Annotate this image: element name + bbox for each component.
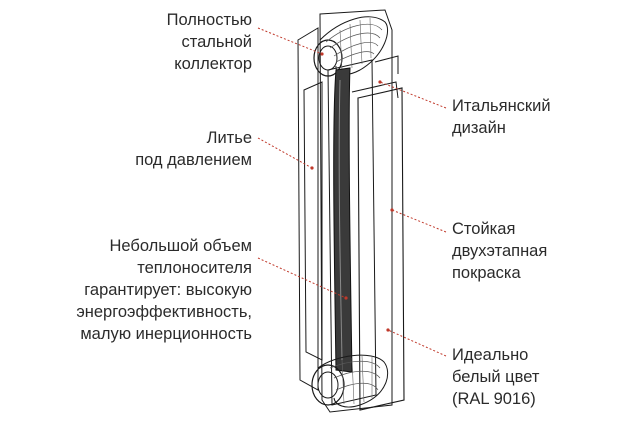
water-channel-highlight [338, 79, 343, 361]
label-white-line-3: (RAL 9016) [452, 390, 536, 408]
leader-casting [257, 137, 313, 169]
label-collector-line-1: Полностью [166, 11, 252, 29]
bottom-collector [311, 354, 389, 408]
front-panel [357, 87, 405, 411]
back-panel [319, 9, 393, 413]
leader-collector [257, 27, 323, 55]
label-volume-line-1: Небольшой объем [109, 237, 252, 255]
label-volume-line-5: малую инерционность [80, 325, 252, 343]
label-casting: Литье под давлением [135, 127, 252, 171]
label-casting-line-2: под давлением [135, 151, 252, 169]
leader-volume [257, 257, 347, 299]
dot-white [386, 328, 390, 332]
water-channel [333, 67, 353, 373]
mid-panel [327, 59, 377, 406]
left-fin-panel-inner [303, 81, 323, 361]
label-painting-line-3: покраска [452, 264, 521, 282]
label-collector: Полностью стальной коллектор [167, 9, 252, 75]
dot-design [378, 80, 382, 84]
front-panel-rim [351, 81, 399, 99]
dot-painting [390, 208, 394, 212]
label-painting: Стойкая двухэтапная покраска [452, 218, 547, 284]
label-volume: Небольшой объем теплоносителя гарантируе… [76, 235, 252, 345]
mid-panel-2 [374, 55, 399, 74]
label-design: Итальянский дизайн [452, 95, 551, 139]
leader-design [379, 81, 447, 109]
leader-white [387, 329, 447, 357]
label-volume-line-3: гарантирует: высокую [84, 281, 252, 299]
label-volume-line-2: теплоносителя [137, 259, 252, 277]
label-design-line-1: Итальянский [452, 97, 551, 115]
label-design-line-2: дизайн [452, 119, 506, 137]
label-white: Идеально белый цвет (RAL 9016) [452, 344, 539, 410]
label-white-line-1: Идеально [452, 346, 529, 364]
leader-painting [391, 209, 447, 233]
label-volume-line-4: энергоэффективность, [76, 303, 252, 321]
label-collector-line-2: стальной [181, 33, 252, 51]
dot-collector [320, 52, 324, 56]
label-casting-line-1: Литье [206, 129, 252, 147]
label-collector-line-3: коллектор [174, 55, 252, 73]
label-painting-line-1: Стойкая [452, 220, 516, 238]
label-painting-line-2: двухэтапная [452, 242, 548, 260]
left-fin-panel [297, 27, 319, 391]
dot-volume [344, 296, 348, 300]
top-collector [313, 16, 389, 77]
label-white-line-2: белый цвет [452, 368, 540, 386]
dot-casting [310, 166, 314, 170]
